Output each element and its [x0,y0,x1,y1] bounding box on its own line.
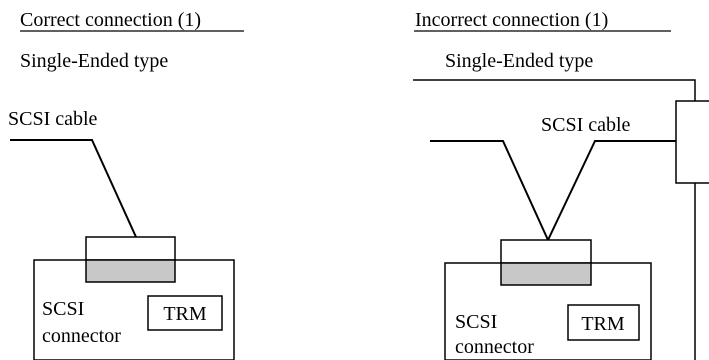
correct-trm-box [147,295,223,331]
incorrect-scsi-label: SCSI [455,311,497,333]
correct-connection-title: Correct connection (1) [20,9,201,31]
correct-scsi-cable-label: SCSI cable [8,108,98,130]
incorrect-top-cable [413,79,696,360]
correct-subtitle: Single-Ended type [20,50,168,72]
incorrect-v-cable [430,140,676,243]
incorrect-plug-body [500,239,592,264]
incorrect-trm-box [567,304,640,341]
incorrect-plug-shaded [500,262,592,286]
correct-trm-label: TRM [163,303,207,325]
incorrect-subtitle: Single-Ended type [445,50,593,72]
incorrect-connector-label: connector [455,336,534,358]
correct-plug-body [85,236,176,261]
incorrect-connection-panel: Incorrect connection (1) Single-Ended ty… [413,9,709,360]
correct-connector-label: connector [42,325,121,347]
incorrect-side-plug [675,100,709,184]
correct-plug-shaded [85,259,176,283]
correct-scsi-label: SCSI [42,298,84,320]
incorrect-connection-title: Incorrect connection (1) [415,9,608,31]
incorrect-trm-label: TRM [581,313,625,335]
correct-scsi-cable-line [10,139,137,238]
incorrect-scsi-cable-label: SCSI cable [541,114,631,136]
correct-connection-panel: Correct connection (1) Single-Ended type… [8,9,244,360]
